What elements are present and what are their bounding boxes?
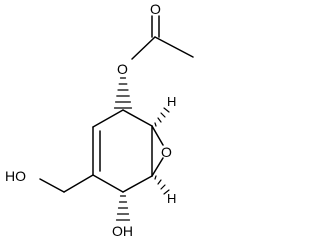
hydroxymethyl-group (39, 174, 94, 193)
ring-bond-c3-c4 (92, 174, 124, 193)
ch2-bond (63, 174, 94, 193)
ring-bond-c4-c5 (122, 175, 153, 193)
epoxide-bond-bottom (151, 157, 164, 177)
hydrogen-top-label: H (167, 94, 176, 109)
hydroxyl-label: OH (112, 223, 133, 238)
acyl-oxygen-bond (131, 36, 156, 60)
structure-canvas: O O O H H HO OH (5, 1, 194, 238)
chemical-structure: O O O H H HO OH (5, 1, 194, 238)
ester-oxygen-label: O (117, 61, 128, 77)
hydrogen-bottom-label: H (167, 191, 176, 206)
hydroxymethyl-label: HO (5, 168, 26, 184)
hydroxyl-stereo-bond (115, 195, 131, 221)
acetyl-group (131, 15, 194, 60)
ester-stereo-bond (113, 77, 133, 109)
stereo-h-bottom-bond (154, 175, 170, 195)
ch2-oh-bond (39, 178, 65, 193)
epoxide-ring (151, 125, 164, 177)
stereo-h-top-bond (154, 107, 170, 127)
epoxide-oxygen-label: O (161, 144, 172, 160)
cyclohexene-ring (92, 109, 153, 193)
carbonyl-oxygen-label: O (150, 1, 161, 17)
ring-bond-c6-c1 (122, 109, 153, 127)
methyl-bond (154, 36, 194, 58)
ring-bond-c1-c2 (92, 109, 124, 128)
epoxide-bond-top (151, 125, 164, 146)
